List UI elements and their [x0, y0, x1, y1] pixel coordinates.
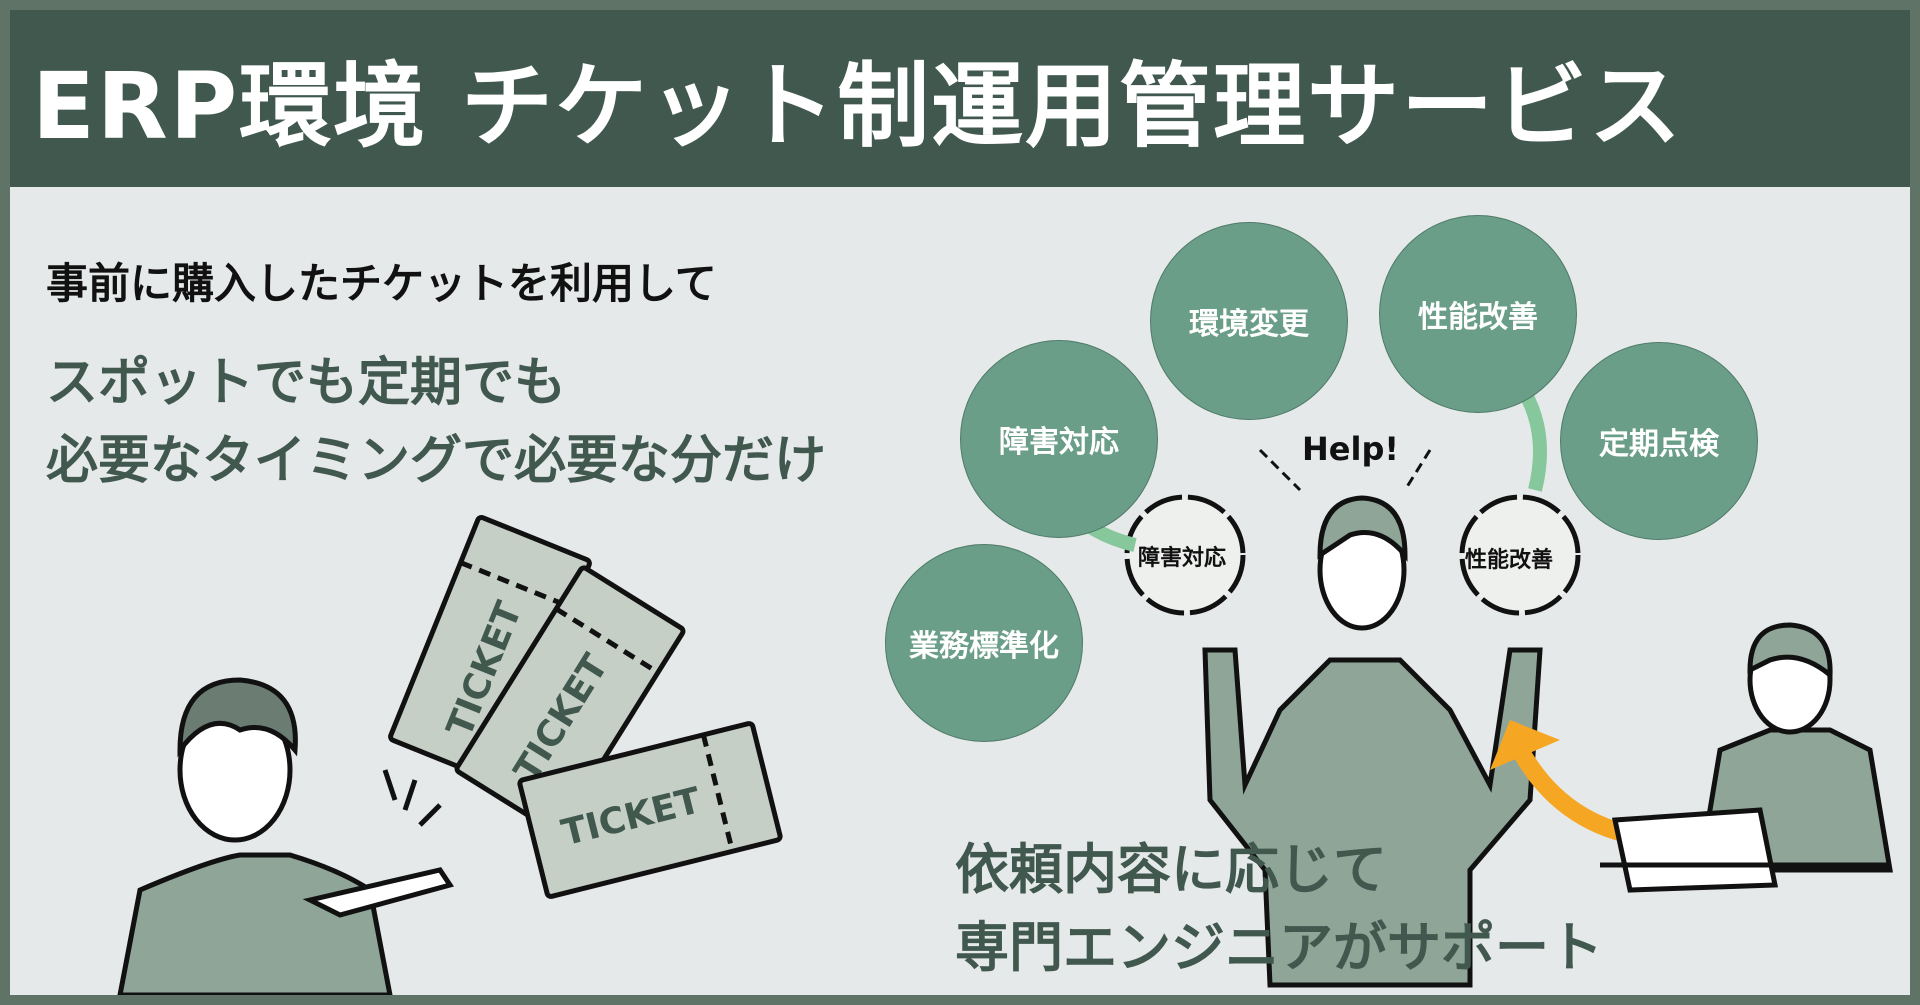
service-bubble-incident: 障害対応 — [960, 340, 1158, 538]
ticket-illustration: TICKET TICKET TICKET — [388, 514, 783, 899]
service-bubble-maintenance: 定期点検 — [1560, 342, 1758, 540]
bottom-text-2: 専門エンジニアがサポート — [955, 916, 1603, 979]
orange-arrowhead-icon — [1490, 720, 1560, 770]
help-man-illustration — [1124, 448, 1581, 988]
lead-text: 事前に購入したチケットを利用して — [46, 259, 717, 308]
header: ERP環境 チケット制運用管理サービス — [10, 10, 1910, 187]
help-text: Help! — [1302, 430, 1399, 468]
service-bubble-env-change: 環境変更 — [1150, 222, 1348, 420]
sub-text-1: スポットでも定期でも — [46, 353, 567, 413]
page-title: ERP環境 チケット制運用管理サービス — [32, 53, 1684, 160]
sub-text-2: 必要なタイミングで必要な分だけ — [46, 431, 827, 491]
illustrations: TICKET TICKET TICKET — [117, 381, 1893, 995]
bottom-text-1: 依頼内容に応じて — [955, 838, 1387, 901]
support-engineer-illustration — [1600, 622, 1893, 893]
banner: ERP環境 チケット制運用管理サービス 事前に購入したチケットを利用して スポッ… — [10, 10, 1910, 995]
service-bubble-standardization: 業務標準化 — [885, 544, 1083, 742]
held-item-incident: 障害対応 — [1138, 546, 1227, 571]
pointing-man-illustration — [117, 677, 455, 995]
service-bubble-performance: 性能改善 — [1379, 215, 1577, 413]
held-item-performance: 性能改善 — [1465, 548, 1554, 573]
